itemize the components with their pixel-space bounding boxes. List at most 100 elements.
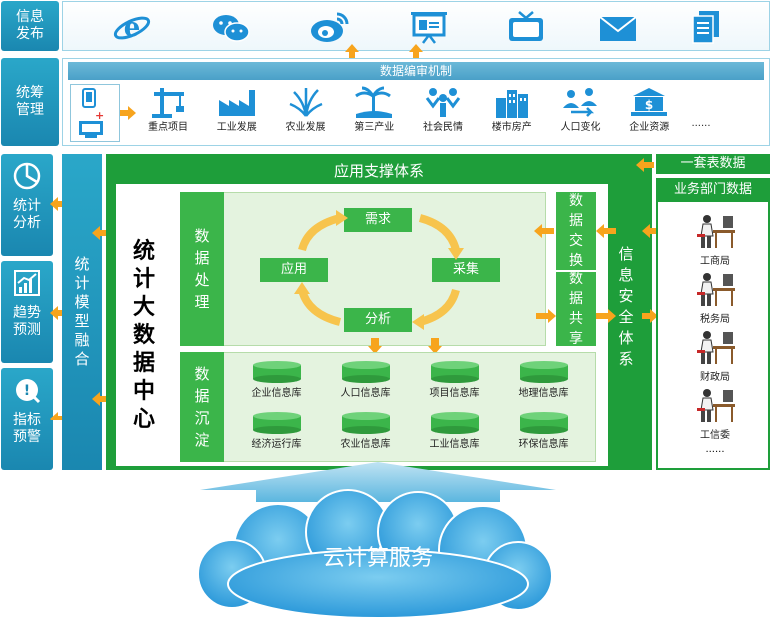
office-worker-icon <box>697 389 735 422</box>
up-arrows <box>345 44 423 62</box>
table-data-box: 一套表数据 <box>656 154 770 174</box>
enterprise-item: $ 企业资源 <box>617 86 681 142</box>
data-review-title: 数据编审机制 <box>379 64 452 78</box>
data-center-title: 统计大数据中心 <box>132 239 155 432</box>
table-data-arrow <box>636 158 654 172</box>
database-label: 项目信息库 <box>429 388 480 399</box>
database-icon <box>341 412 390 434</box>
key-project-item: 重点项目 <box>136 86 200 142</box>
stat-analysis-label: 统计分析 <box>13 198 41 231</box>
security-label: 信息安全体系 <box>618 245 634 368</box>
cloud-label: 云计算服务 <box>322 546 433 571</box>
support-system-title: 应用支撑体系 <box>333 162 424 180</box>
dept-panel <box>656 178 770 470</box>
factory-icon <box>218 90 255 116</box>
info-publish-panel: e <box>62 1 770 51</box>
buildings-icon <box>495 90 528 118</box>
management-tab: 统筹管理 <box>1 58 59 146</box>
crops-icon <box>289 88 322 117</box>
dept-label: 工信委 <box>700 430 730 441</box>
cycle-apply: 应用 <box>260 258 328 282</box>
crane-icon <box>152 88 184 118</box>
tertiary-label: 第三产业 <box>354 122 395 133</box>
dept-item: 工信委 <box>693 386 737 444</box>
dept-item: 财政局 <box>693 328 737 386</box>
svg-text:+: + <box>95 109 104 122</box>
database-icon <box>519 361 568 383</box>
svg-text:e: e <box>124 13 141 43</box>
cycle-demand: 需求 <box>344 208 412 232</box>
database-item: 农业信息库 <box>321 411 410 456</box>
database-item: 经济运行库 <box>232 411 321 456</box>
database-item: 企业信息库 <box>232 360 321 405</box>
management-label: 统筹管理 <box>16 85 44 118</box>
database-item: 工业信息库 <box>410 411 499 456</box>
database-label: 经济运行库 <box>251 439 302 450</box>
database-icon <box>430 361 479 383</box>
deposit-label: 数据沉淀 <box>194 365 210 449</box>
more-items-ellipsis: ...... <box>691 117 711 129</box>
industry-item: 工业发展 <box>205 86 269 142</box>
trend-chart-icon <box>14 270 40 296</box>
palm-island-icon <box>355 86 393 118</box>
key-project-label: 重点项目 <box>148 122 188 133</box>
cloud-up-arrow <box>200 462 556 502</box>
cycle-analyze: 分析 <box>344 308 412 332</box>
devices-arrow <box>120 106 136 120</box>
more-items: ...... <box>686 86 716 142</box>
database-label: 企业信息库 <box>251 388 302 399</box>
indicator-warning-label: 指标预警 <box>13 412 41 445</box>
cycle-arrows <box>294 210 464 330</box>
database-item: 地理信息库 <box>499 360 588 405</box>
industry-label: 工业发展 <box>216 122 257 133</box>
indicator-warning-tab: ! 指标预警 <box>1 368 53 470</box>
database-label: 农业信息库 <box>340 439 391 450</box>
database-label: 人口信息库 <box>340 388 391 399</box>
info-publish-label: 信息发布 <box>16 9 44 42</box>
deposit-label-box: 数据沉淀 <box>180 352 224 462</box>
processing-label-box: 数据处理 <box>180 192 224 346</box>
database-label: 地理信息库 <box>518 388 569 399</box>
svg-text:$: $ <box>645 98 653 112</box>
model-fusion-label: 统计模型融合 <box>74 255 90 368</box>
agriculture-item: 农业发展 <box>274 86 338 142</box>
database-item: 项目信息库 <box>410 360 499 405</box>
office-worker-icon <box>697 273 735 306</box>
data-review-header: 数据编审机制 <box>68 62 764 80</box>
dept-item: 税务局 <box>693 270 737 328</box>
stat-analysis-tab: 统计分析 <box>1 154 53 256</box>
processing-label: 数据处理 <box>194 227 210 311</box>
cycle-collect: 采集 <box>432 258 500 282</box>
people-icon <box>425 88 461 117</box>
dept-ellipsis: ...... <box>705 444 725 455</box>
exchange-label: 数据交换 <box>569 193 583 269</box>
population-item: 人口变化 <box>549 86 613 142</box>
cloud-shape <box>197 489 553 619</box>
social-label: 社会民情 <box>423 122 463 133</box>
sharing-label: 数据共享 <box>569 271 583 347</box>
agriculture-label: 农业发展 <box>285 122 326 133</box>
management-items: 重点项目 工业发展 农业发展 第三产业 社会民情 楼市房产 人口变化 $ 企业资… <box>136 86 716 142</box>
tv-icon <box>507 10 545 48</box>
database-icon <box>341 361 390 383</box>
sharing-box: 数据共享 <box>556 271 596 347</box>
pie-chart-icon <box>13 162 41 190</box>
social-item: 社会民情 <box>411 86 475 142</box>
exchange-arrows <box>534 224 658 323</box>
enterprise-label: 企业资源 <box>629 122 670 133</box>
trend-forecast-tab: 趋势预测 <box>1 261 53 363</box>
dept-data-header: 业务部门数据 <box>656 178 770 202</box>
info-publish-tab: 信息发布 <box>1 1 59 51</box>
ie-browser-icon: e <box>113 12 151 48</box>
fusion-arrows <box>92 226 110 406</box>
weibo-icon <box>309 10 351 48</box>
exchange-box: 数据交换 <box>556 192 596 270</box>
document-icon <box>691 10 721 48</box>
database-item: 人口信息库 <box>321 360 410 405</box>
mail-icon <box>599 16 637 46</box>
database-label: 工业信息库 <box>429 439 480 450</box>
wechat-icon <box>211 12 251 48</box>
presentation-icon <box>409 10 449 48</box>
dept-item: 工商局 <box>693 212 737 270</box>
database-icon <box>430 412 479 434</box>
